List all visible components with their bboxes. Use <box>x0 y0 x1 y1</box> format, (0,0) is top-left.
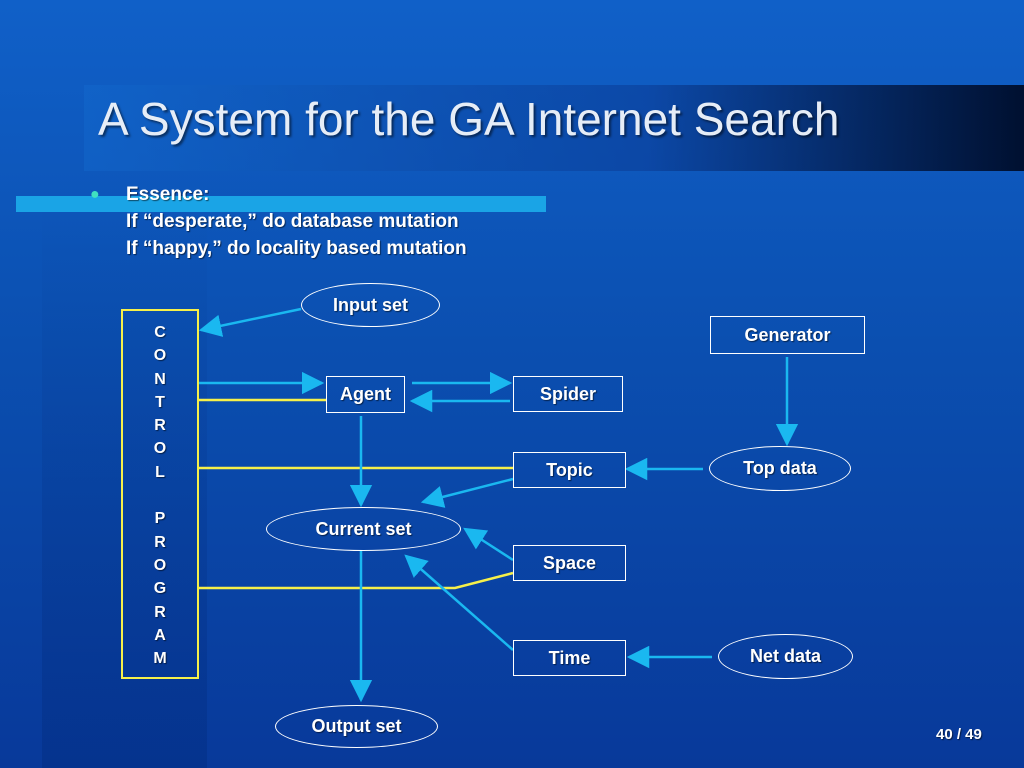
generator-node: Generator <box>710 316 865 354</box>
control-letter: A <box>154 626 166 644</box>
space-to-currentset-arrow <box>463 527 514 562</box>
control-letter: P <box>154 510 166 528</box>
title-background-band <box>84 85 1024 171</box>
bullet-line-happy: If “happy,” do locality based mutation <box>126 238 467 259</box>
slide-title: A System for the GA Internet Search <box>98 93 840 145</box>
control-letter: O <box>153 347 167 365</box>
bullet-dot-icon: ● <box>90 186 100 203</box>
bullet-line-essence: Essence: <box>126 184 210 205</box>
control-letter: C <box>154 324 166 341</box>
topic-node: Topic <box>513 452 626 488</box>
time-to-currentset-arrow <box>404 554 514 651</box>
top-data-node: Top data <box>709 446 851 491</box>
spider-node: Spider <box>513 376 623 412</box>
bullet-line-desperate: If “desperate,” do database mutation <box>126 211 459 232</box>
space-node: Space <box>513 545 626 581</box>
time-node: Time <box>513 640 626 676</box>
input-set-node: Input set <box>301 283 440 327</box>
output-set-node: Output set <box>275 705 438 748</box>
page-number: 40 / 49 <box>936 726 982 743</box>
topic-to-currentset-arrow <box>420 477 514 508</box>
control-letter: N <box>154 370 166 388</box>
control-letter: R <box>154 533 166 551</box>
control-letter: L <box>155 463 165 481</box>
control-letter: M <box>153 650 167 668</box>
agent-node: Agent <box>326 376 405 413</box>
control-to-space-line <box>199 571 514 590</box>
accent-bar <box>16 196 546 212</box>
input-to-control-arrow <box>198 307 302 337</box>
net-data-node: Net data <box>718 634 853 679</box>
control-letter: R <box>154 417 166 435</box>
bullet-text: Essence: If “desperate,” do database mut… <box>126 181 467 262</box>
current-set-node: Current set <box>266 507 461 551</box>
left-background-band <box>42 200 207 768</box>
control-letter: O <box>153 440 167 458</box>
control-letter: R <box>154 603 166 621</box>
control-letter: T <box>155 393 165 411</box>
control-letter: O <box>153 556 167 574</box>
control-letter: G <box>153 580 167 598</box>
